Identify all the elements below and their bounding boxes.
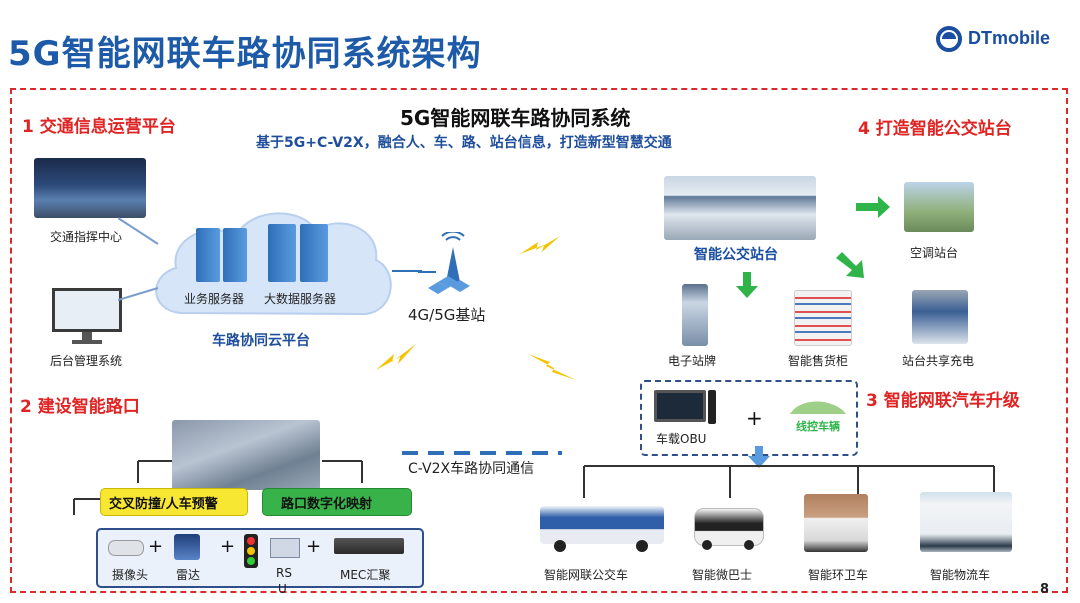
- intersection-map-image: [172, 420, 320, 490]
- section-1-title: 1 交通信息运营平台: [22, 117, 176, 137]
- wireless-signal-icon: [376, 344, 416, 370]
- plus-sign: +: [148, 536, 164, 557]
- section-4-title: 4 打造智能公交站台: [858, 119, 1012, 139]
- traffic-center-label: 交通指挥中心: [50, 230, 123, 244]
- section-2-title: 2 建设智能路口: [20, 397, 140, 417]
- e-sign-label: 电子站牌: [668, 354, 717, 368]
- traffic-center-image: [34, 158, 146, 218]
- logistics-label: 智能物流车: [930, 568, 991, 582]
- mec-server-icon: [334, 538, 404, 554]
- plus-sign: +: [220, 536, 236, 557]
- radar-label: 雷达: [176, 568, 201, 582]
- arrow-down-icon: [748, 446, 770, 468]
- wireless-signal-icon: [520, 236, 560, 254]
- wire-control-label: 线控车辆: [796, 420, 840, 433]
- vending-label: 智能售货柜: [788, 354, 849, 368]
- wireless-signal-icon: [528, 354, 576, 380]
- traffic-light-icon: [244, 534, 258, 568]
- bus-label: 智能网联公交车: [544, 568, 629, 582]
- vending-image: [794, 290, 852, 346]
- charging-image: [912, 290, 968, 344]
- ac-stop-label: 空调站台: [910, 246, 959, 260]
- bigdata-server-label: 大数据服务器: [264, 292, 337, 306]
- ac-stop-image: [904, 182, 974, 232]
- sanitation-image: [804, 494, 868, 552]
- system-title: 5G智能网联车路协同系统: [400, 106, 631, 130]
- obu-device-icon: [654, 390, 706, 422]
- section-3-title: 3 智能网联汽车升级: [866, 391, 1020, 411]
- charging-label: 站台共享充电: [902, 354, 975, 368]
- cloud-to-station-line: [392, 270, 422, 272]
- cloud-platform-label: 车路协同云平台: [212, 333, 310, 349]
- logo-text: DTmobile: [968, 28, 1051, 48]
- plus-sign: +: [746, 406, 763, 430]
- obu-label: 车载OBU: [656, 432, 707, 446]
- rsu-label-b: U: [278, 582, 287, 596]
- bus-stop-image: [664, 176, 816, 240]
- page-number: 8: [1040, 582, 1050, 597]
- plus-sign: +: [306, 536, 322, 557]
- logo-icon: [936, 26, 962, 52]
- minibus-label: 智能微巴士: [692, 568, 753, 582]
- v2x-dashed-line: [402, 451, 562, 455]
- page-title: 5G智能网联车路协同系统架构: [8, 34, 482, 74]
- vehicle-branch-lines: [583, 465, 995, 498]
- intersection-connectors: [73, 460, 392, 515]
- arrow-right-icon: [856, 196, 890, 218]
- base-station-label: 4G/5G基站: [408, 306, 486, 324]
- architecture-frame: [10, 88, 1068, 593]
- bigdata-server-icon: [268, 224, 330, 282]
- logo: DTmobile: [936, 26, 1076, 54]
- base-station-icon: [418, 232, 470, 294]
- e-sign-image: [682, 284, 708, 346]
- system-subtitle: 基于5G+C-V2X，融合人、车、路、站台信息，打造新型智慧交通: [256, 135, 672, 151]
- biz-server-icon: [196, 228, 248, 282]
- camera-icon: [108, 540, 144, 556]
- arrow-down-icon: [736, 272, 758, 298]
- tag-collision-warning: 交叉防撞/人车预警: [100, 488, 248, 516]
- bus-stop-label: 智能公交站台: [694, 247, 778, 263]
- platform-connectors: [118, 217, 159, 301]
- minibus-image: [694, 504, 764, 550]
- biz-server-label: 业务服务器: [184, 292, 245, 306]
- radar-icon: [174, 534, 200, 560]
- wire-control-car-icon: [790, 401, 846, 414]
- camera-label: 摄像头: [112, 568, 149, 582]
- rsu-icon: [270, 538, 300, 558]
- v2x-label: C-V2X车路协同通信: [408, 461, 535, 477]
- bus-image: [540, 500, 664, 552]
- backend-label: 后台管理系统: [50, 354, 123, 368]
- mec-label: MEC汇聚: [340, 568, 391, 582]
- arrow-diagonal-icon: [836, 252, 864, 278]
- obu-antenna-icon: [708, 390, 716, 424]
- sanitation-label: 智能环卫车: [808, 568, 869, 582]
- rsu-label-a: RS: [276, 566, 292, 580]
- logistics-image: [920, 492, 1012, 552]
- tag-digital-mapping: 路口数字化映射: [262, 488, 412, 516]
- backend-monitor-image: [52, 288, 122, 346]
